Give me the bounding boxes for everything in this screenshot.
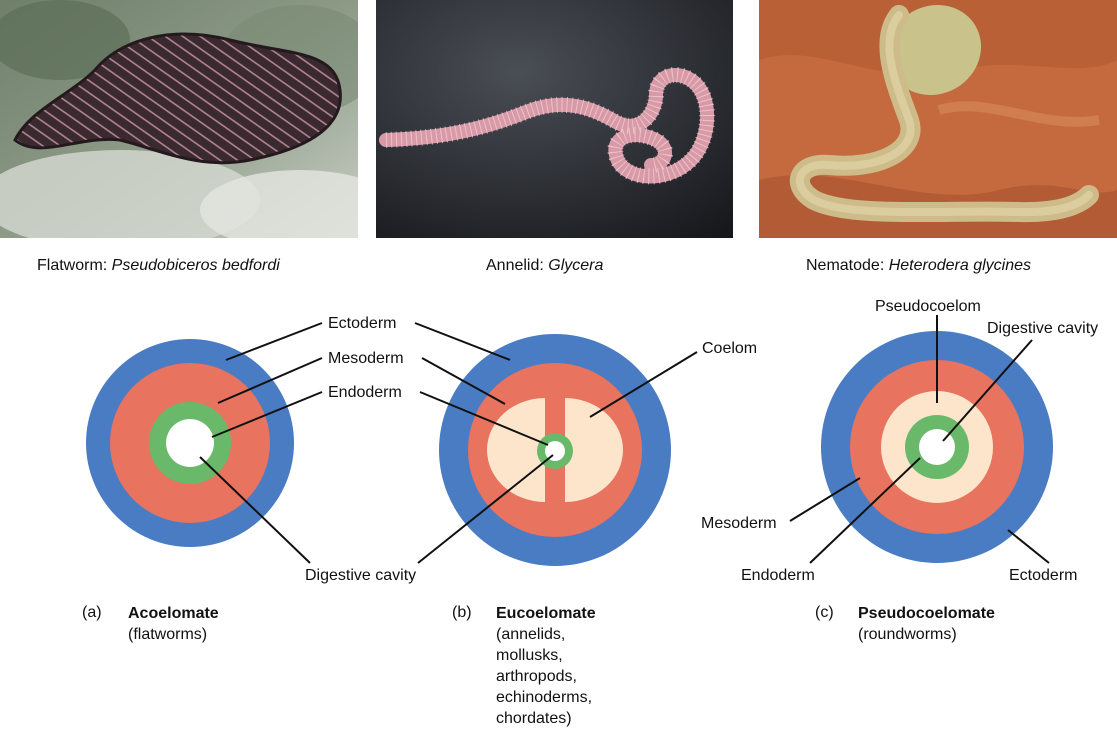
nematode-caption: Nematode: Heterodera glycines [806,257,1031,275]
ectoderm-label: Ectoderm [328,315,396,332]
digestive-cavity-label: Digestive cavity [987,320,1098,337]
panel-letter-a: (a) [82,604,102,621]
caption-prefix: Nematode: [806,257,889,274]
leader-line [211,391,323,438]
leader-line [942,339,1033,442]
coelom-label: Coelom [702,340,757,357]
coelom-left [487,398,545,502]
coelom-right [565,398,623,502]
leader-lines [199,315,1050,564]
leader-line [419,391,549,446]
leader-line [225,322,323,361]
ectoderm-label: Ectoderm [1009,567,1077,584]
leader-line [789,477,861,522]
panel-title: Acoelomate [128,605,219,622]
mesoderm-label: Mesoderm [701,515,777,532]
caption-species: Glycera [548,257,604,274]
pseudocoelom-label: Pseudocoelom [875,298,981,315]
eucoelomate-cross-section [439,334,671,566]
mesoderm-label: Mesoderm [328,350,404,367]
leader-line [589,351,698,418]
digestive-cavity [545,441,565,461]
caption-prefix: Annelid: [486,257,549,274]
panel-label-a: Acoelomate (flatworms) [128,603,219,645]
panel-label-c: Pseudocoelomate (roundworms) [858,603,995,645]
panel-description: (flatworms) [128,626,208,643]
panel-label-b: Eucoelomate (annelids, mollusks, arthrop… [496,603,596,729]
endoderm-label: Endoderm [328,384,402,401]
pseudocoelomate-cross-section [821,331,1053,563]
leader-line [809,457,921,564]
leader-line [417,454,554,564]
panel-title: Pseudocoelomate [858,605,995,622]
caption-species: Heterodera glycines [888,257,1032,274]
panel-description: (annelids, mollusks, arthropods, echinod… [496,626,593,727]
panel-title: Eucoelomate [496,605,596,622]
caption-species: Pseudobiceros bedfordi [111,257,280,274]
acoelomate-cross-section [86,339,294,547]
flatworm-photo [0,0,358,238]
leader-line [414,322,511,361]
panel-letter-b: (b) [452,604,472,621]
digestive-cavity-label: Digestive cavity [305,567,416,584]
nematode-photo [759,0,1117,238]
caption-prefix: Flatworm: [37,257,112,274]
flatworm-caption: Flatworm: Pseudobiceros bedfordi [37,257,280,275]
annelid-caption: Annelid: Glycera [486,257,603,275]
leader-line [421,357,506,405]
panel-letter-c: (c) [815,604,834,621]
leader-line [1007,529,1050,564]
leader-line [217,357,323,404]
panel-description: (roundworms) [858,626,957,643]
annelid-photo [376,0,733,238]
leader-line [199,456,311,564]
endoderm-label: Endoderm [741,567,815,584]
digestive-cavity [166,419,214,467]
